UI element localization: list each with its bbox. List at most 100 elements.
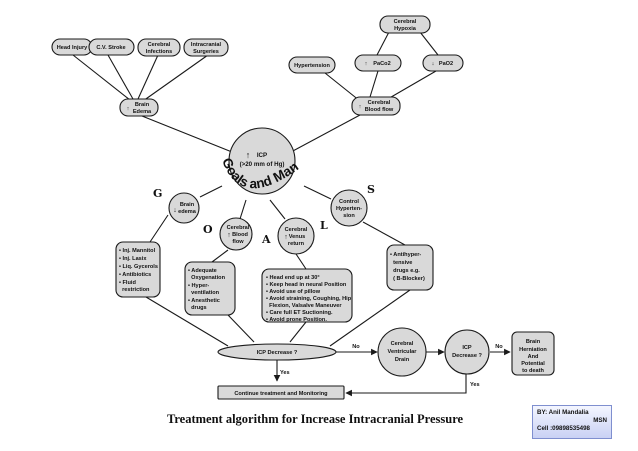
svg-text:Ventricular: Ventricular [388,349,418,355]
cause-head-injury: Head Injury [51,38,93,56]
diagram-title: Treatment algorithm for Increase Intracr… [166,412,464,426]
svg-text:Brain: Brain [180,202,195,208]
svg-text:Cerebral: Cerebral [394,19,417,25]
goal-cerebral-venus-return: ↑ Cerebral Venus return [277,217,315,255]
svg-text:flow: flow [232,239,244,245]
svg-text:• Avoid prone Position.: • Avoid prone Position. [266,317,327,323]
cause-paco2: ↑ PaCo2 [354,54,402,72]
management-venous-box: • Head end up at 30° • Keep head in neur… [261,268,353,323]
management-oxygen-box: • Adequate Oxygenation • Hyper- ventilat… [184,261,236,316]
svg-text:And: And [528,354,539,360]
svg-text:PaCo2: PaCo2 [373,61,390,67]
svg-text:ICP Decrease ?: ICP Decrease ? [257,350,298,356]
management-bp-box: • Antihyper- tensive drugs e.g. ( B-Bloc… [386,244,434,291]
goal-cerebral-blood-flow: ↑ Cerebral Blood flow [219,217,253,251]
cause-intracranial-surgeries: Intracranial Surgeries [183,38,229,57]
svg-text:• Antihyper-: • Antihyper- [390,252,421,258]
connector-lines [72,31,511,397]
icp-decrease-decision-2: ICP Decrease ? [444,329,490,375]
svg-text:Cerebral: Cerebral [368,100,391,106]
cause-pao2: ↓ PaO2 [422,54,464,72]
brain-edema-cause: ↑ Brain Edema [119,98,159,117]
goal-control-hypertension: Control Hyperten- sion [330,189,368,227]
svg-text:Cerebral: Cerebral [285,227,308,233]
svg-text:• Anesthetic: • Anesthetic [188,298,220,304]
svg-text:• Inj. Mannitol: • Inj. Mannitol [119,248,156,254]
svg-text:• Hyper-: • Hyper- [188,283,209,289]
goal-letter-s: S [367,183,375,196]
yes-label-1: Yes [280,370,290,376]
svg-text:• Keep head in neural Position: • Keep head in neural Position [266,282,347,288]
icp-center-node: ↑ ICP (>20 mm of Hg) [228,127,296,195]
svg-text:ICP: ICP [462,345,472,351]
svg-text:• Head end up at 30°: • Head end up at 30° [266,275,320,281]
svg-text:Continue treatment and Monitor: Continue treatment and Monitoring [234,391,328,397]
svg-text:Brain: Brain [526,339,541,345]
author-phone: Cell :09898535498 [537,425,590,432]
svg-text:Blood flow: Blood flow [365,107,394,113]
svg-text:Decrease ?: Decrease ? [452,353,482,359]
svg-text:to death: to death [522,368,544,374]
svg-text:• Care full ET Suctioning.: • Care full ET Suctioning. [266,310,333,316]
svg-text:Edema: Edema [133,109,152,115]
svg-text:Cerebral: Cerebral [148,42,171,48]
svg-text:Brain: Brain [135,102,150,108]
goal-letter-o: O [203,223,213,236]
author-degree: MSN [593,417,607,424]
no-label-2: No [495,344,503,350]
svg-text:Head Injury: Head Injury [57,45,88,51]
ventricular-drain-node: Cerebral Ventricular Drain [377,327,427,377]
svg-text:restriction: restriction [119,287,150,293]
svg-text:• Inj. Lasix: • Inj. Lasix [119,256,147,262]
svg-text:edema: edema [178,209,197,215]
svg-text:Intracranial: Intracranial [191,42,222,48]
svg-text:Surgeries: Surgeries [193,49,219,55]
svg-text:Hypertension: Hypertension [294,63,330,69]
svg-text:ventilation: ventilation [188,290,220,296]
up-arrow-icon: ↑ [227,232,231,239]
goal-letter-l: L [320,219,328,232]
down-arrow-icon: ↓ [173,207,177,214]
svg-text:Blood: Blood [232,232,248,238]
no-label-1: No [352,344,360,350]
svg-text:return: return [288,241,305,247]
svg-text:Flexion, Valsalve Maneuver: Flexion, Valsalve Maneuver [266,303,342,309]
svg-text:PaO2: PaO2 [439,61,453,67]
goal-letter-a: A [261,233,271,246]
svg-text:drugs e.g.: drugs e.g. [390,268,420,274]
up-arrow-icon: ↑ [284,234,288,241]
svg-text:• Antibiotics: • Antibiotics [119,272,151,278]
svg-text:tensive: tensive [390,260,412,266]
svg-text:ICP: ICP [257,152,267,159]
svg-text:C.V. Stroke: C.V. Stroke [96,45,125,51]
svg-text:Infections: Infections [146,49,172,55]
svg-text:Hyperten-: Hyperten- [336,206,362,212]
svg-text:( B-Blocker): ( B-Blocker) [390,276,425,282]
icp-decrease-decision-1: ICP Decrease ? [217,343,337,361]
svg-text:Herniation: Herniation [519,347,547,353]
author-info-box: BY: Anil Mandalia MSN Cell :09898535498 [532,405,612,439]
svg-text:Cerebral: Cerebral [391,341,414,347]
svg-text:Drain: Drain [395,357,410,363]
management-edema-box: • Inj. Mannitol • Inj. Lasix • Liq. Gyce… [115,241,161,298]
author-name: BY: Anil Mandalia [537,409,589,416]
up-arrow-icon: ↑ [365,61,368,67]
up-arrow-icon: ↑ [127,106,130,112]
svg-text:sion: sion [343,213,355,219]
svg-text:• Avoid straining, Coughing, H: • Avoid straining, Coughing, Hip [266,296,352,302]
svg-text:Oxygenation: Oxygenation [188,275,226,281]
goal-letter-g: G [153,187,162,200]
svg-text:Hypoxia: Hypoxia [394,26,417,32]
cause-hypertension: Hypertension [288,56,336,74]
svg-text:• Liq. Gycerols: • Liq. Gycerols [119,264,158,270]
svg-text:• Avoid use of pillow: • Avoid use of pillow [266,289,321,295]
continue-treatment-box: Continue treatment and Monitoring [217,385,345,400]
svg-text:• Adequate: • Adequate [188,268,217,274]
svg-text:Potential: Potential [521,361,545,367]
down-arrow-icon: ↓ [432,61,435,67]
svg-text:drugs: drugs [188,305,207,311]
up-arrow-icon: ↑ [246,150,251,160]
svg-text:(>20 mm of Hg): (>20 mm of Hg) [240,161,285,168]
cause-cv-stroke: C.V. Stroke [88,38,135,56]
